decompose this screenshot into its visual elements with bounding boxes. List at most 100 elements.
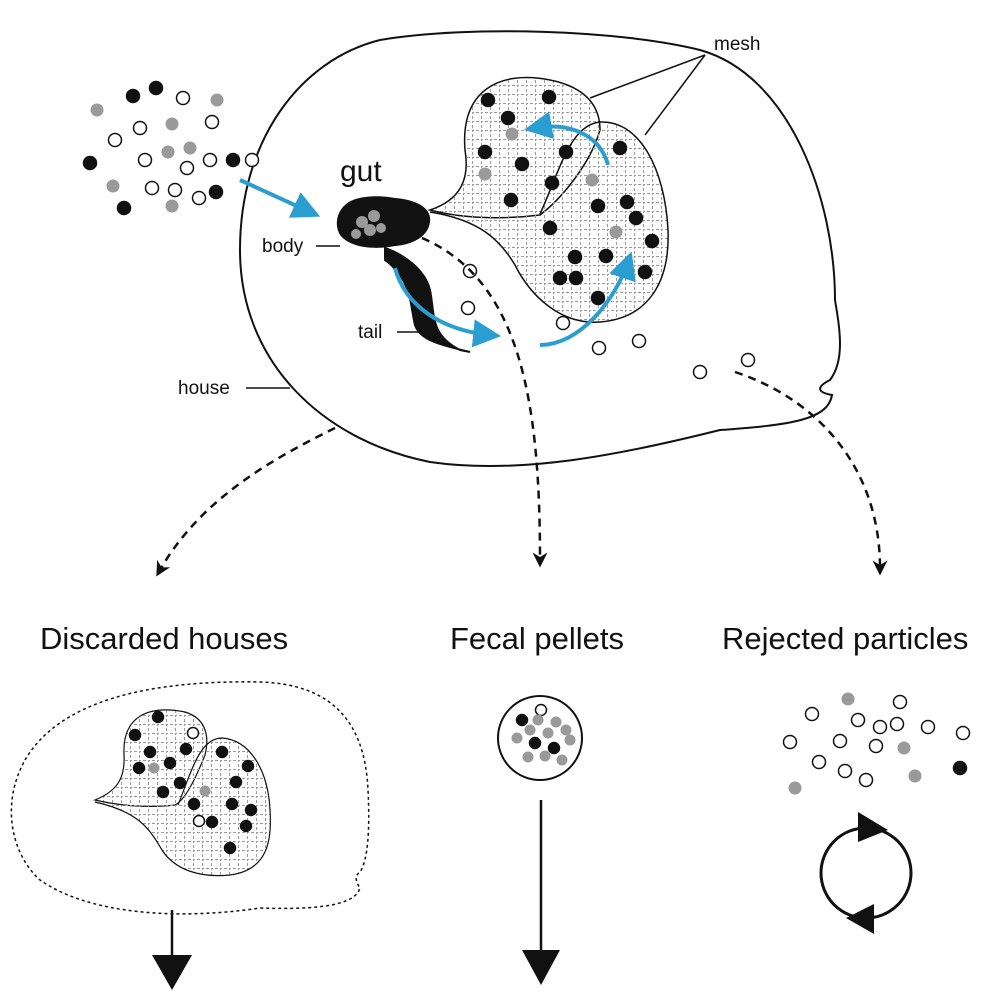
- gray-particle: [199, 785, 211, 797]
- gray-particle: [148, 762, 160, 774]
- white-particle: [892, 694, 908, 710]
- white-particle: [107, 132, 123, 148]
- gray-particle: [542, 727, 554, 739]
- fate-title-rejected-particles: Rejected particles: [722, 621, 968, 656]
- black-particle: [528, 736, 542, 750]
- recycling-loop: [819, 826, 913, 920]
- white-particle: [868, 738, 884, 754]
- white-particle: [832, 733, 848, 749]
- white-particle: [175, 90, 191, 106]
- black-particle: [541, 89, 557, 105]
- gray-particle: [210, 93, 224, 107]
- white-particle: [872, 719, 888, 735]
- black-particle: [163, 756, 177, 770]
- white-particle: [837, 763, 853, 779]
- black-particle: [148, 80, 164, 96]
- gray-particle: [478, 167, 492, 181]
- discarded-mesh-lobe-right: [94, 737, 271, 877]
- black-particle: [128, 728, 142, 742]
- pellet-sink-arrowhead: [522, 950, 560, 985]
- white-particle: [186, 726, 200, 740]
- label-body: body: [262, 236, 304, 257]
- fate-arrows: [156, 236, 888, 577]
- gray-particle: [788, 781, 802, 795]
- black-particle: [628, 210, 644, 226]
- black-particle: [542, 220, 558, 236]
- feces-arrow: [421, 236, 548, 568]
- water-flow-arrows: [239, 111, 636, 348]
- black-particle: [544, 175, 560, 191]
- appendicularian: [336, 196, 471, 353]
- black-particle: [644, 233, 660, 249]
- animal-body: [336, 196, 431, 248]
- white-particle: [740, 352, 756, 368]
- black-particle: [590, 198, 606, 214]
- fate-title-discarded-houses: Discarded houses: [40, 621, 288, 656]
- gray-particle: [550, 716, 562, 728]
- tail-flow-arrow: [393, 267, 502, 348]
- black-particle: [619, 194, 635, 210]
- gray-particle: [505, 127, 519, 141]
- black-particle: [116, 200, 132, 216]
- gray-particle: [841, 692, 855, 706]
- white-particle: [591, 340, 607, 356]
- gray-particle: [106, 179, 120, 193]
- gray-particle: [908, 769, 922, 783]
- label-gut: gut: [340, 155, 382, 188]
- white-particle: [692, 364, 708, 380]
- gray-particle: [522, 751, 534, 763]
- white-particle: [191, 190, 207, 206]
- discard-arrow: [156, 426, 336, 577]
- white-particle: [811, 754, 827, 770]
- white-particle: [202, 152, 218, 168]
- black-particle: [500, 110, 516, 126]
- white-particle: [144, 180, 160, 196]
- white-particle: [137, 152, 153, 168]
- gray-particle: [585, 173, 599, 187]
- black-particle: [82, 155, 98, 171]
- gray-particle: [161, 145, 175, 159]
- black-particle: [239, 819, 253, 833]
- white-particle: [858, 772, 874, 788]
- label-house: house: [178, 378, 230, 399]
- black-particle: [151, 710, 165, 724]
- particles: [82, 80, 756, 380]
- white-particle: [955, 725, 971, 741]
- white-particle: [167, 182, 183, 198]
- gray-particle: [564, 734, 576, 746]
- white-particle: [204, 114, 220, 130]
- house-outline: [238, 30, 841, 468]
- fate-title-fecal-pellets: Fecal pellets: [450, 621, 624, 656]
- white-particle: [179, 160, 195, 176]
- label-tail: tail: [358, 322, 382, 343]
- black-particle: [179, 742, 193, 756]
- gray-particle: [524, 724, 536, 736]
- white-particle: [631, 333, 647, 349]
- white-particle: [804, 706, 820, 722]
- rejected-particles: [782, 692, 971, 934]
- gray-particle: [609, 225, 623, 239]
- gray-particle: [90, 103, 104, 117]
- black-particle: [612, 140, 628, 156]
- black-particle: [205, 815, 219, 829]
- black-particle: [480, 92, 496, 108]
- black-particle: [173, 776, 187, 790]
- white-particle: [192, 814, 206, 828]
- recycling-arrowhead-bottom: [846, 904, 874, 934]
- discarded-house-outline: [10, 681, 370, 915]
- gut-contents: [351, 210, 386, 239]
- black-particle: [567, 249, 583, 265]
- black-particle: [156, 785, 170, 799]
- black-particle: [225, 152, 241, 168]
- reject-arrow: [734, 370, 888, 576]
- black-particle: [208, 184, 224, 200]
- inflow-arrow: [239, 178, 321, 218]
- gray-particle: [532, 714, 544, 726]
- white-particle: [555, 315, 571, 331]
- black-particle: [125, 88, 141, 104]
- black-particle: [223, 841, 237, 855]
- gray-particle: [897, 741, 911, 755]
- white-particle: [460, 300, 476, 316]
